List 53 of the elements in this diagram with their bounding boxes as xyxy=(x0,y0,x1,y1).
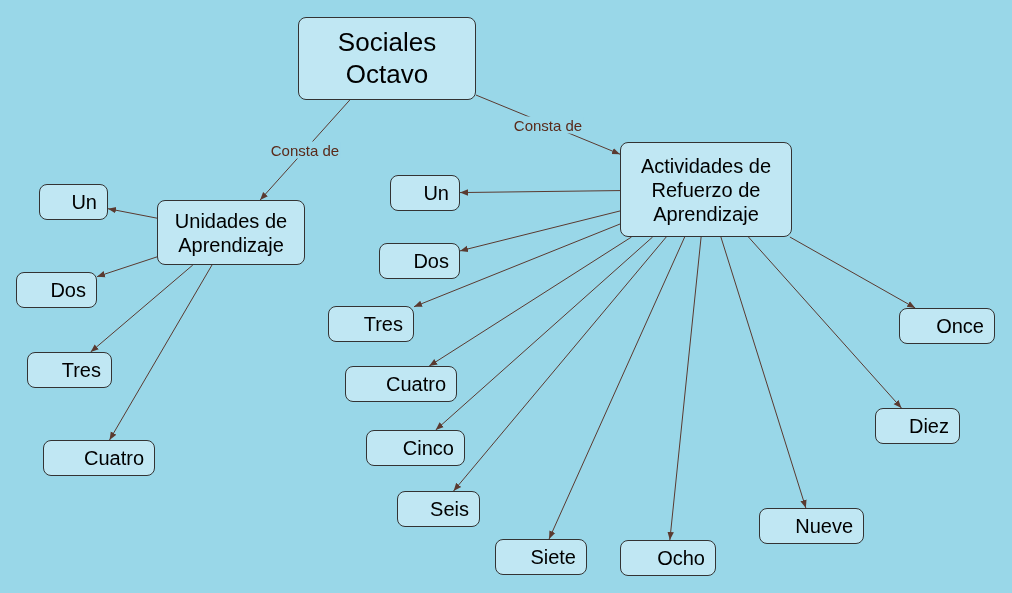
node-label: Unidades de Aprendizaje xyxy=(173,208,289,257)
node-label: Tres xyxy=(363,312,403,336)
arrow xyxy=(548,236,686,540)
arrow xyxy=(453,236,667,492)
node-label: Dos xyxy=(413,249,449,273)
node-label: Actividades de Refuerzo de Aprendizaje xyxy=(639,153,773,226)
concept-box xyxy=(43,440,155,476)
concept-box xyxy=(379,243,460,279)
edge-label: Consta de xyxy=(268,141,342,159)
concept-box xyxy=(759,508,864,544)
arrow xyxy=(435,236,654,431)
concept-box xyxy=(875,408,960,444)
node-label: Cinco xyxy=(402,436,454,460)
arrow xyxy=(789,236,916,309)
concept-box xyxy=(16,272,97,308)
node-label: Nueve xyxy=(795,514,853,538)
node-label: Ocho xyxy=(657,546,705,570)
arrow xyxy=(96,256,158,278)
node-label: Seis xyxy=(430,497,469,521)
arrow xyxy=(459,189,621,196)
node-label: Once xyxy=(936,314,984,338)
arrow xyxy=(109,264,213,441)
concept-box xyxy=(620,142,792,237)
concept-box xyxy=(366,430,465,466)
node-label: Diez xyxy=(909,414,949,438)
concept-box xyxy=(899,308,995,344)
concept-box xyxy=(27,352,112,388)
arrow xyxy=(667,236,702,541)
concept-box xyxy=(390,175,460,211)
concept-box xyxy=(298,17,476,100)
arrow xyxy=(107,207,158,219)
concept-box xyxy=(345,366,457,402)
arrow xyxy=(428,236,632,367)
concept-box xyxy=(157,200,305,265)
arrow xyxy=(90,264,194,353)
arrow xyxy=(413,223,621,308)
concept-box xyxy=(328,306,414,342)
node-label: Sociales Octavo xyxy=(336,27,438,90)
arrow xyxy=(748,236,902,409)
node-label: Siete xyxy=(530,545,576,569)
concept-box xyxy=(397,491,480,527)
node-label: Tres xyxy=(61,358,101,382)
edge-label: Consta de xyxy=(511,116,585,134)
node-label: Cuatro xyxy=(83,446,144,470)
node-label: Cuatro xyxy=(385,372,446,396)
concept-box xyxy=(620,540,716,576)
concept-box xyxy=(495,539,587,575)
node-label: Dos xyxy=(50,278,86,302)
node-label: Un xyxy=(423,181,449,205)
arrow xyxy=(720,236,807,509)
node-label: Un xyxy=(71,190,97,214)
arrow xyxy=(459,210,621,253)
concept-box xyxy=(39,184,108,220)
